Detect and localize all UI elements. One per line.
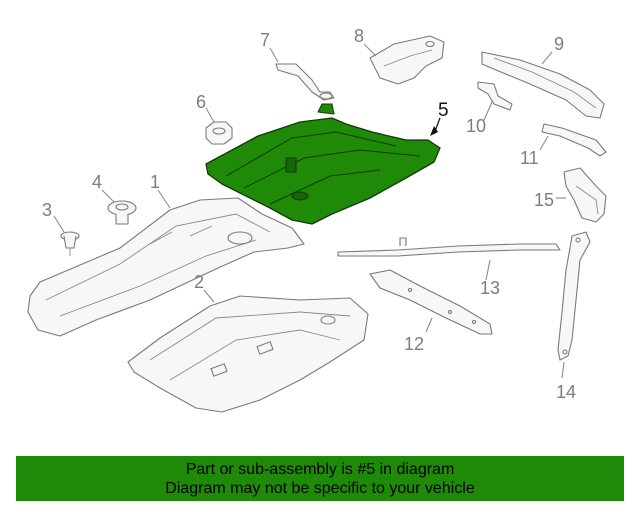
callout-3: 3 (42, 200, 52, 220)
part-4-fastener (107, 200, 137, 225)
callout-11: 11 (520, 148, 539, 168)
banner-line-1: Part or sub-assembly is #5 in diagram (185, 461, 455, 478)
callout-labels: 1 2 3 4 5 6 7 8 9 10 11 12 13 14 15 (42, 26, 576, 402)
callout-7: 7 (260, 30, 270, 50)
part-13-tie-rod (337, 237, 561, 257)
banner-line-2: Diagram may not be specific to your vehi… (165, 480, 475, 497)
part-6-nut (205, 121, 233, 145)
callout-9: 9 (554, 34, 564, 54)
part-7-bracket (275, 63, 335, 101)
callout-4: 4 (92, 172, 102, 192)
callout-13: 13 (480, 278, 500, 298)
part-1-underbody-panel (27, 197, 305, 337)
part-14-strut (557, 231, 591, 361)
callout-2: 2 (194, 272, 204, 292)
part-10-bracket (477, 81, 513, 111)
callout-12: 12 (404, 334, 424, 354)
part-8-bracket (369, 35, 445, 85)
callout-leaders (53, 43, 566, 379)
callout-8: 8 (354, 26, 364, 46)
callout-15: 15 (534, 190, 554, 210)
part-3-push-clip (60, 231, 80, 256)
part-11-bracket (541, 123, 607, 157)
callout-6: 6 (196, 92, 206, 112)
part-5-engine-shield (205, 103, 441, 225)
callout-14: 14 (556, 382, 576, 402)
parts-diagram: 1 2 3 4 5 6 7 8 9 10 11 12 13 14 15 (27, 26, 607, 413)
part-15-bracket (563, 167, 607, 223)
part-9-trim-strip (481, 51, 605, 119)
callout-1: 1 (150, 172, 160, 192)
part-info-banner: Part or sub-assembly is #5 in diagram Di… (16, 456, 624, 501)
callout-5: 5 (438, 100, 449, 121)
part-12-brace (369, 269, 493, 335)
callout-10: 10 (466, 116, 486, 136)
part-2-underbody-panel (127, 295, 369, 413)
